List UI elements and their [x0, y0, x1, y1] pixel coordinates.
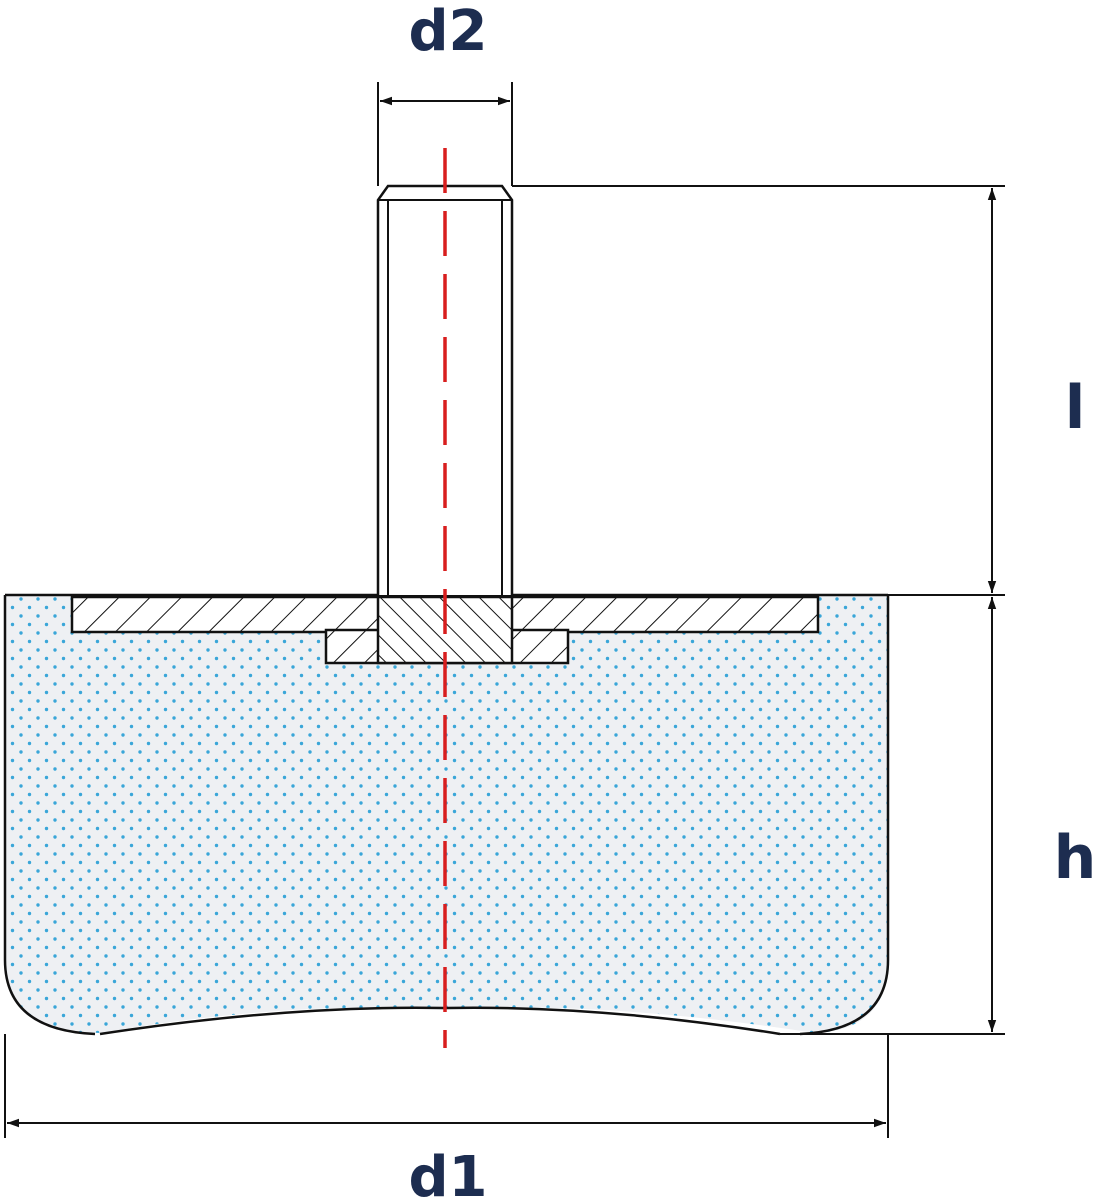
- dimension-l: l: [512, 185, 1086, 596]
- l-label: l: [1065, 373, 1086, 443]
- h-label: h: [1054, 823, 1093, 893]
- dimension-d1: d1: [4, 1034, 889, 1200]
- d2-label: d2: [408, 0, 487, 64]
- dimension-h: h: [780, 597, 1093, 1035]
- dimension-d2: d2: [377, 0, 513, 186]
- d1-label: d1: [408, 1145, 487, 1200]
